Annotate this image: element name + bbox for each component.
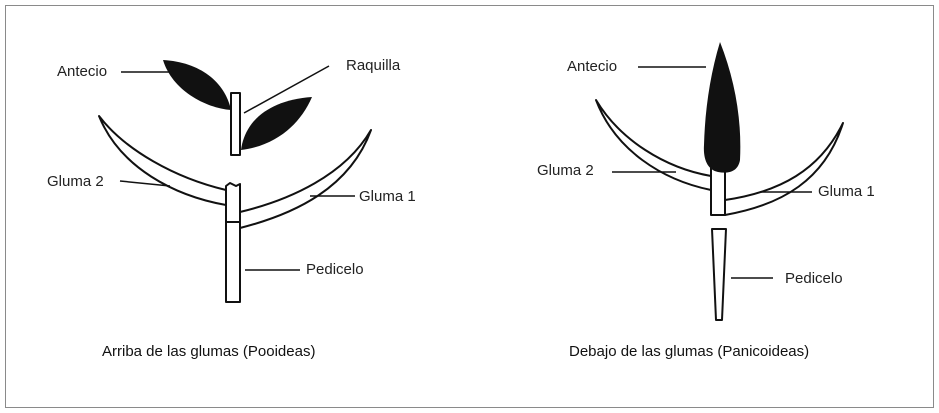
left-leaders [119, 65, 355, 271]
left-gluma2 [98, 115, 227, 206]
left-caption: Arriba de las glumas (Pooideas) [102, 343, 316, 360]
left-label-raquilla: Raquilla [346, 57, 401, 74]
right-gluma1 [724, 122, 844, 216]
left-label-pedicelo: Pedicelo [306, 261, 364, 278]
right-leaders [612, 66, 812, 279]
right-label-pedicelo: Pedicelo [785, 270, 843, 287]
right-label-antecio: Antecio [567, 58, 618, 75]
right-label-gluma2: Gluma 2 [537, 162, 594, 179]
right-label-gluma1: Gluma 1 [818, 183, 875, 200]
right-axis [710, 167, 726, 216]
left-label-gluma2: Gluma 2 [47, 173, 104, 190]
left-raquilla [230, 92, 241, 156]
left-label-antecio: Antecio [57, 63, 108, 80]
left-label-gluma1: Gluma 1 [359, 188, 416, 205]
right-pedicelo [711, 228, 727, 321]
right-antecio [703, 42, 741, 173]
right-caption: Debajo de las glumas (Panicoideas) [569, 343, 810, 360]
left-spikelet [98, 92, 372, 303]
left-pedicelo [225, 221, 241, 303]
right-gluma2 [595, 99, 712, 191]
left-antecio-leaf-2 [241, 97, 312, 150]
figure-frame [5, 5, 934, 408]
left-antecio-leaf-1 [163, 60, 231, 110]
